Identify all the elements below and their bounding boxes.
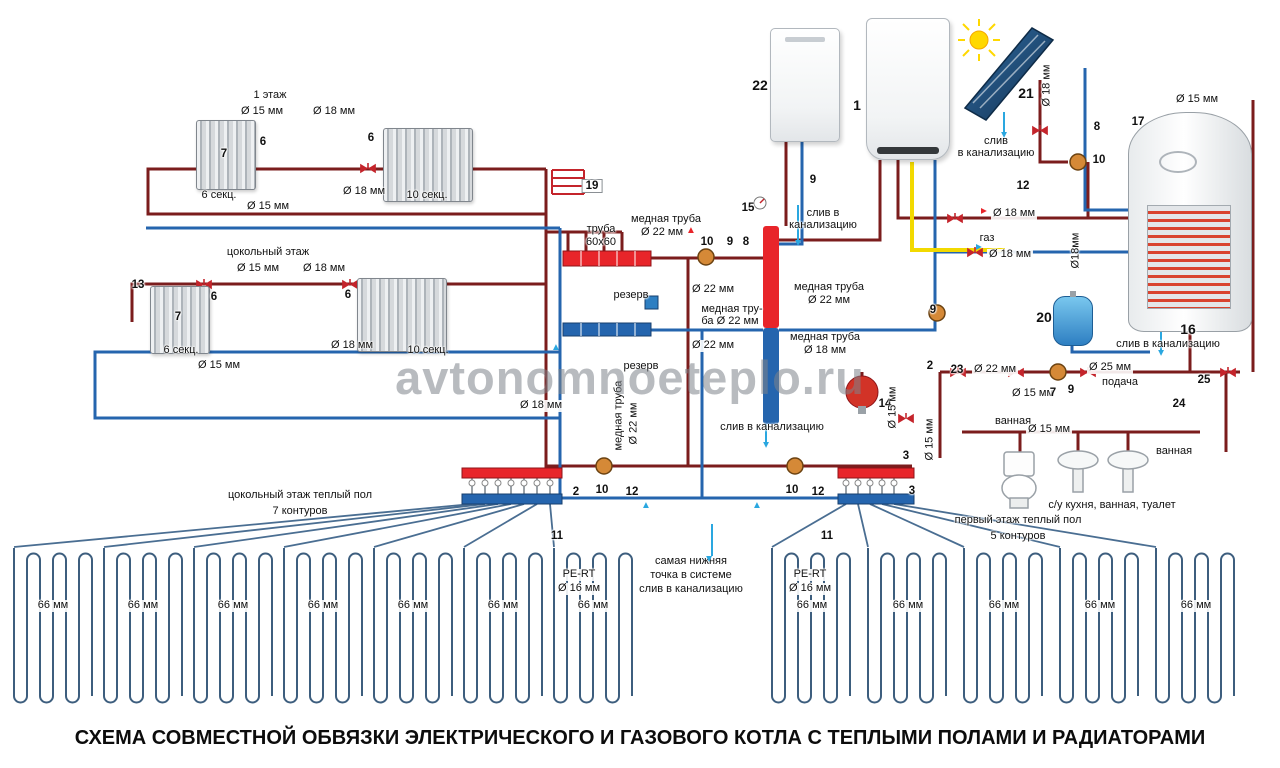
gas-pipe-yellow: [910, 162, 1005, 252]
radiator-manifolds: [562, 250, 659, 337]
tank-brand-logo: [1159, 151, 1197, 173]
drain-pipes: [711, 112, 1162, 556]
radiator-first-floor-6-sections: [196, 120, 256, 190]
gas-boiler: [866, 18, 950, 160]
floor-manifold-left: [461, 467, 563, 505]
sun-icon: [958, 19, 1000, 61]
toilet: [1001, 451, 1037, 509]
hydraulic-separator: [763, 226, 779, 424]
radiator-basement-6-sections: [150, 286, 210, 354]
floor-loop-feed-lines: [13, 503, 1157, 548]
electric-boiler: [770, 28, 840, 142]
expansion-tank-red: [845, 375, 879, 414]
boiler-control-panel: [784, 37, 826, 42]
sink: [1107, 450, 1149, 493]
radiator-first-floor-10-sections: [383, 128, 473, 202]
radiator-basement-10-sections: [357, 278, 447, 352]
diagram-title: СХЕМА СОВМЕСТНОЙ ОБВЯЗКИ ЭЛЕКТРИЧЕСКОГО …: [74, 727, 1206, 749]
indirect-water-heater-tank: [1128, 112, 1252, 332]
heat-exchanger-coil: [551, 169, 585, 195]
expansion-tank-blue: [1053, 291, 1093, 346]
reserve-cap: [644, 295, 659, 310]
underfloor-heating-coils: [13, 547, 1235, 704]
boiler-bottom-panel: [876, 147, 940, 154]
solar-collector: [958, 19, 1055, 121]
tank-heating-coil-cutaway: [1147, 205, 1231, 309]
manometer: [753, 196, 767, 210]
circulation-pumps: [595, 153, 1087, 475]
floor-manifold-right: [837, 467, 915, 505]
sink: [1057, 450, 1099, 493]
